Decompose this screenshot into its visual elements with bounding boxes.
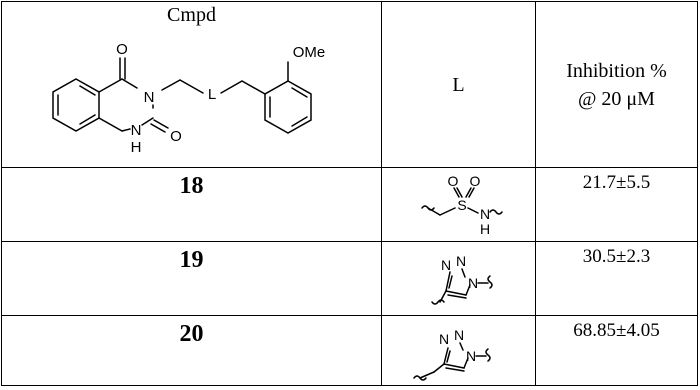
triazole-nitrogen-2: N [456, 253, 466, 269]
sulfonyl-oxygen-1: O [448, 173, 459, 189]
inhibition-cell: 30.5±2.3 [535, 241, 698, 316]
linker-cell: O O S N H [381, 167, 536, 242]
benzo-ring [52, 78, 100, 132]
triazole-nitrogen-1: N [441, 257, 451, 273]
nh-nitrogen: N [131, 122, 142, 139]
triazole-nitrogen-1: N [439, 331, 449, 347]
compound-id: 18 [179, 173, 204, 199]
scaffold-structure: O N N H O L [52, 41, 326, 156]
inhibition-value: 68.85±4.05 [573, 320, 660, 341]
sulfonyl-oxygen-2: O [470, 173, 481, 189]
nh-hydrogen: H [131, 139, 142, 156]
ring-nitrogen: N [144, 89, 155, 106]
triazole-nitrogen-3: N [468, 275, 478, 291]
sulfur-atom: S [457, 197, 466, 213]
triazole-nitrogen-2: N [454, 327, 464, 343]
table-row: 20 N N N 68.85±4.05 [1, 315, 698, 386]
header-inhibition-cell: Inhibition % @ 20 μM [535, 1, 698, 168]
inhibition-cell: 21.7±5.5 [535, 167, 698, 242]
triazole-linker-structure: N N N [431, 253, 493, 305]
header-cmpd-label: Cmpd [167, 4, 216, 26]
methylene-triazole-linker-structure: N N N [413, 327, 491, 381]
header-linker-label: L [452, 73, 465, 96]
compound-id: 20 [179, 321, 204, 347]
header-row: Cmpd [1, 1, 698, 168]
table-row: 19 N N N 30.5±2.3 [1, 241, 698, 316]
inhibition-value: 21.7±5.5 [582, 172, 651, 193]
linker-cell: N N N [381, 241, 536, 316]
header-linker-cell: L [381, 1, 536, 168]
header-inhibition-line2: @ 20 μM [578, 87, 655, 110]
header-inhibition-line1: Inhibition % [566, 59, 667, 82]
sulfonamide-nitrogen: N [480, 206, 490, 222]
pyrimidinedione-ring [98, 57, 169, 133]
sulfonamide-linker-structure: O O S N H [421, 173, 503, 237]
compound-cell: 18 [1, 167, 382, 242]
methoxyphenyl-ring [264, 61, 312, 134]
linker-cell: N N N [381, 315, 536, 386]
triazole-nitrogen-3: N [466, 348, 476, 364]
sulfonamide-hydrogen: H [480, 221, 490, 237]
linker-label: L [208, 86, 216, 103]
carbonyl-oxygen-top: O [116, 41, 128, 58]
inhibition-value: 30.5±2.3 [582, 246, 651, 267]
compound-cell: 20 [1, 315, 382, 386]
compound-cell: 19 [1, 241, 382, 316]
table-row: 18 O O S N H 21.7±5.5 [1, 167, 698, 242]
linker-chain [161, 79, 266, 95]
inhibition-cell: 68.85±4.05 [535, 315, 698, 386]
header-cmpd-cell: Cmpd [1, 1, 382, 168]
compound-id: 19 [179, 247, 204, 273]
carbonyl-oxygen-bottom: O [170, 128, 182, 145]
methoxy-label: OMe [293, 44, 326, 61]
